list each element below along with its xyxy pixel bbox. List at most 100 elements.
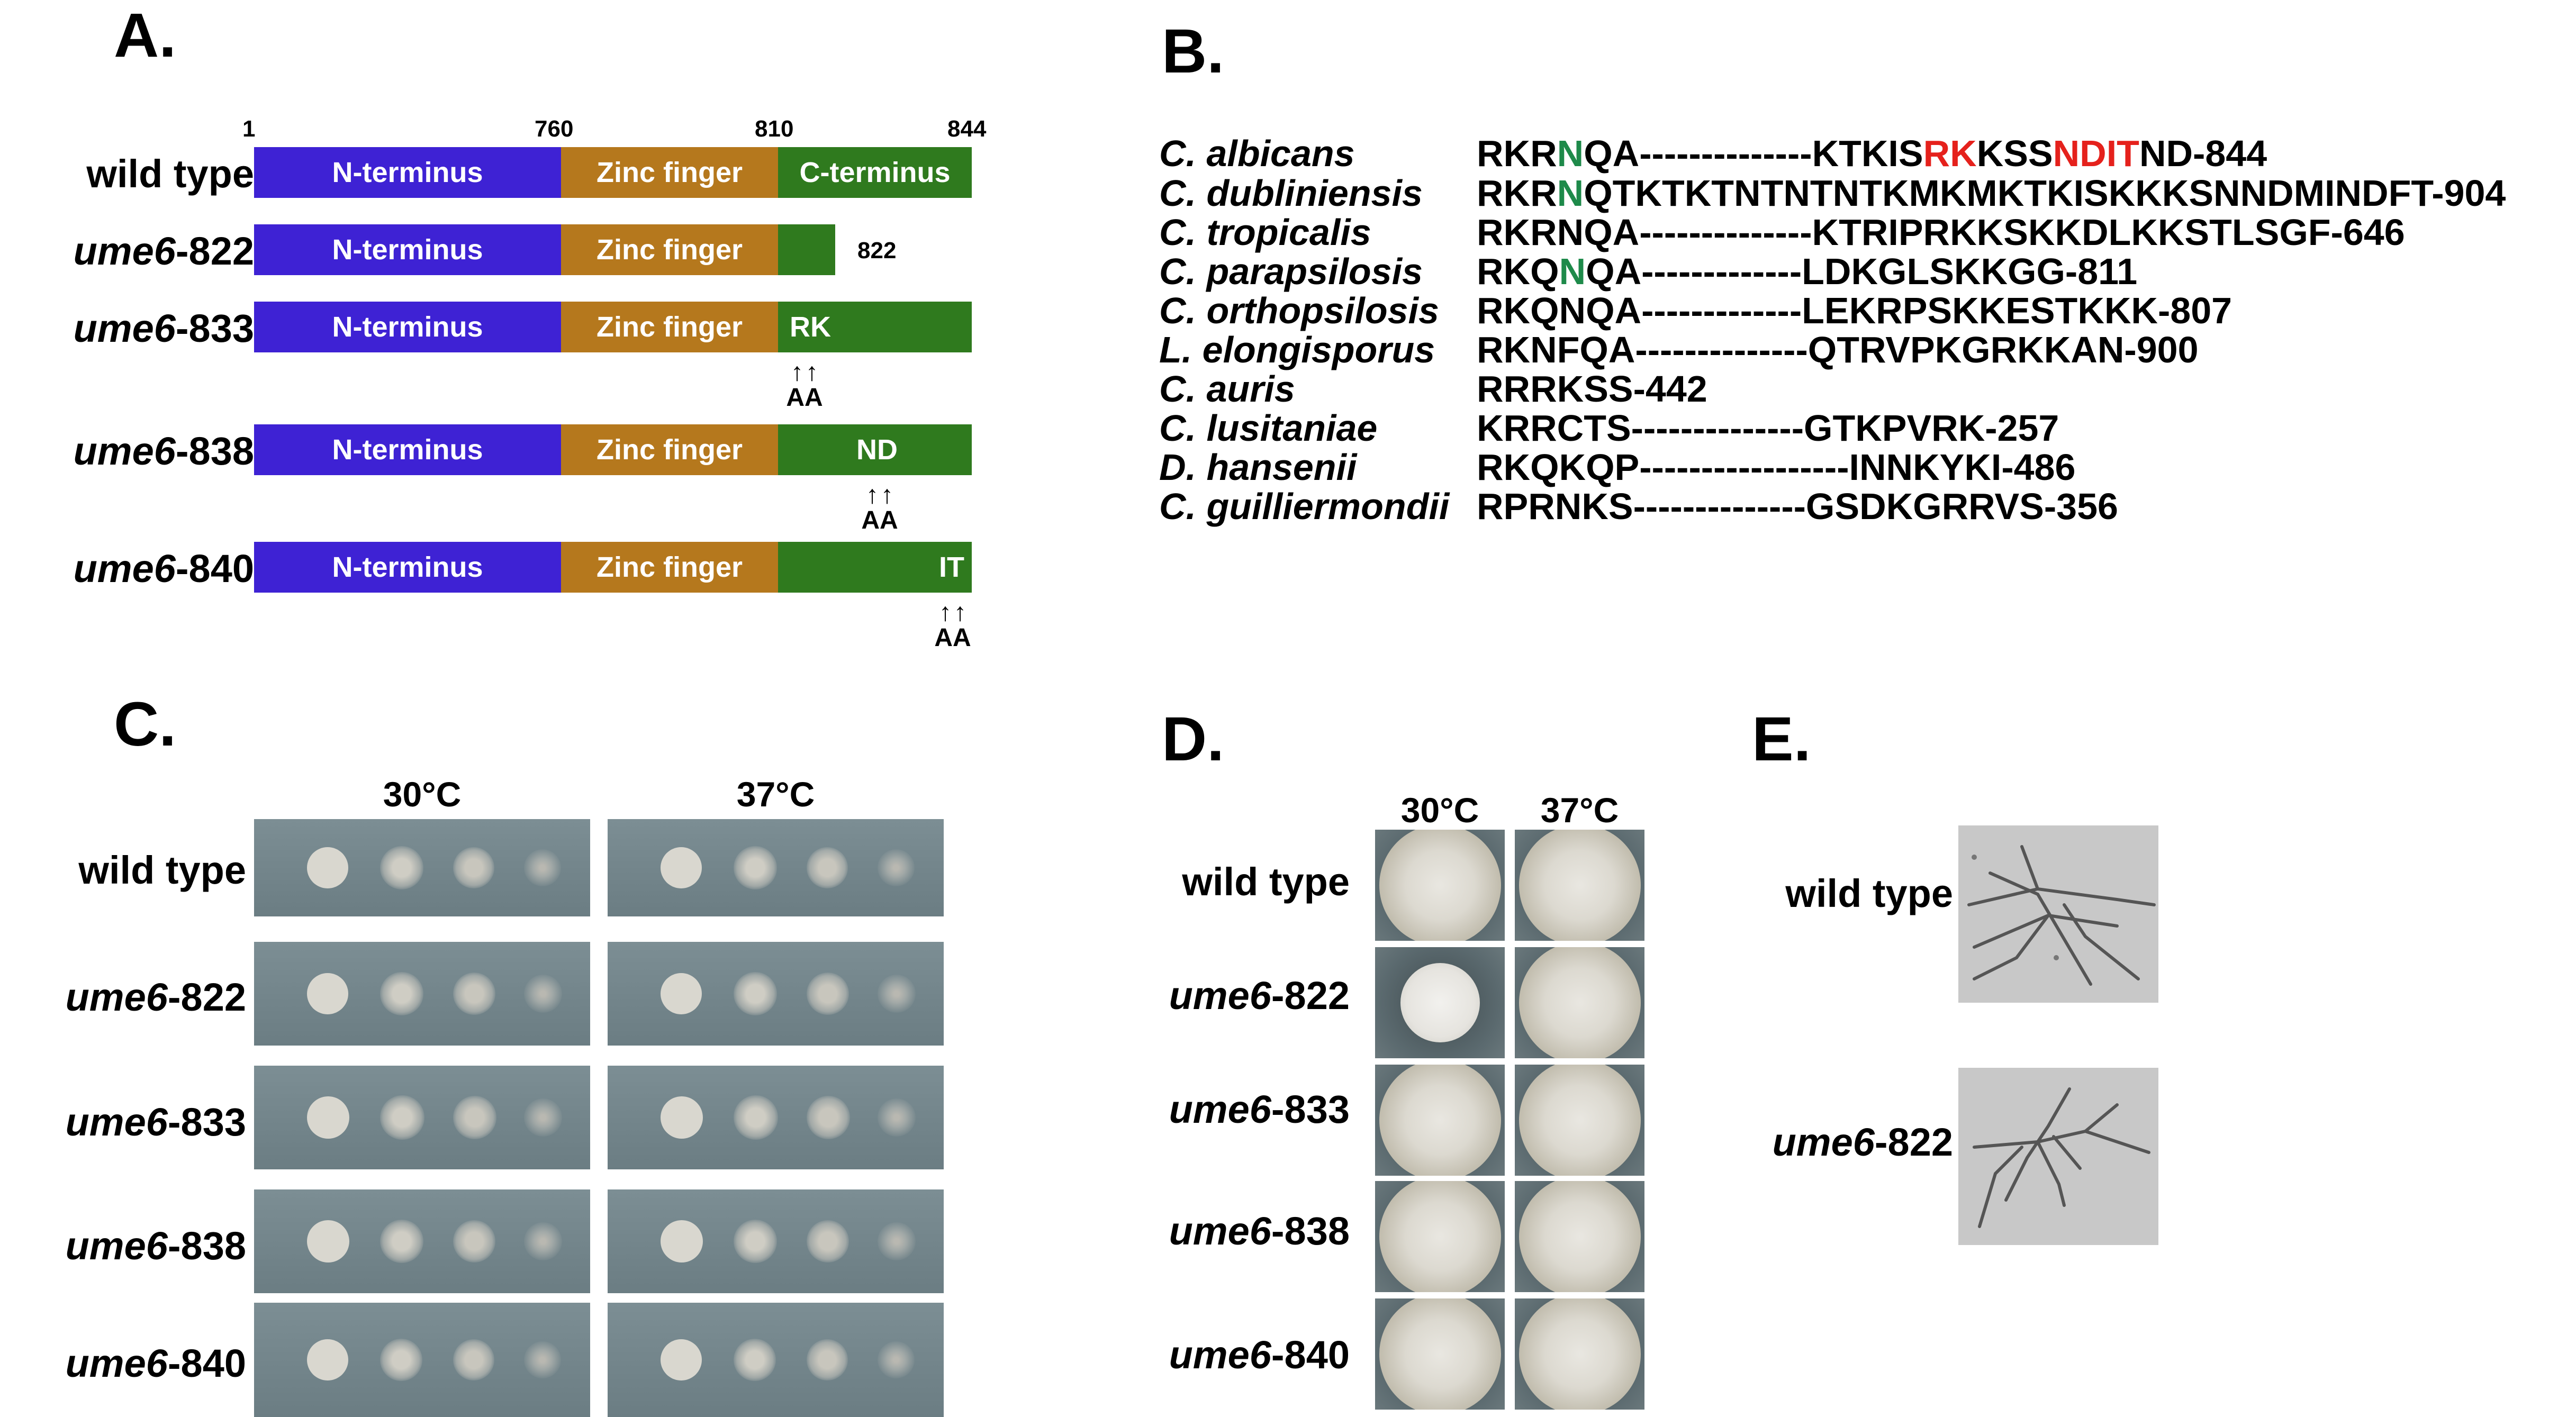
mutation-arrows: ↑↑ AA [783, 360, 826, 411]
label-italic: ume6 [1169, 1087, 1271, 1131]
hyphae-micrograph [1958, 825, 2158, 1003]
residue-red-highlight: NDIT [2053, 133, 2139, 174]
temp-30-label: 30°C [1400, 791, 1479, 830]
label-rest: -838 [175, 429, 254, 473]
sequence: RKQNQA-------------LDKGLSKKGG-811 [1477, 251, 2137, 292]
dilution-spot [734, 846, 777, 889]
plate-37c [608, 819, 944, 916]
dilution-spot [734, 1339, 776, 1381]
colony-body [1519, 1065, 1641, 1176]
dilution-spot [453, 1096, 496, 1139]
panel-a-letter: A. [114, 1, 176, 70]
n-terminus-domain: N-terminus [254, 424, 561, 475]
dilution-spot [307, 847, 348, 888]
strain-label: ume6-840 [0, 1344, 246, 1383]
sequence-segment: QA-------------LDKGLSKKGG-811 [1586, 251, 2138, 292]
dilution-spot [807, 847, 848, 888]
position-1-label: 1 [242, 116, 256, 142]
residue-green-highlight: N [1557, 172, 1584, 214]
plate-30c [254, 1303, 590, 1417]
colony-30c [1375, 830, 1505, 941]
strain-label: ume6-840 [1143, 1336, 1350, 1375]
mutated-residues: IT [939, 551, 964, 583]
colony-30c [1375, 1065, 1505, 1176]
double-arrow-icon: ↑↑ [791, 358, 818, 386]
colony-37c [1515, 1065, 1644, 1176]
sequence-segment: KRRCTS--------------GTKPVRK-257 [1477, 407, 2059, 449]
zinc-finger-domain: Zinc finger [561, 224, 778, 275]
plate-30c [254, 1189, 590, 1293]
c-terminus-domain: C-terminus [778, 147, 972, 198]
species-name: C. guilliermondii [1159, 486, 1450, 527]
sequence: RPRNKS--------------GSDKGRRVS-356 [1477, 486, 2118, 527]
mutation-arrows: ↑↑ AA [858, 483, 901, 533]
sequence-segment: KSS [1976, 133, 2053, 174]
species-name: C. dubliniensis [1159, 172, 1423, 214]
colony-body [1519, 1298, 1641, 1410]
dilution-spot [524, 975, 562, 1013]
dilution-spot [807, 1096, 850, 1139]
label-rest: -833 [175, 306, 254, 350]
zinc-finger-domain: Zinc finger [561, 302, 778, 352]
dilution-spot [524, 849, 561, 886]
dilution-spot [380, 1220, 423, 1263]
dilution-spot [453, 1339, 494, 1380]
label-rest: -822 [1874, 1120, 1953, 1164]
species-name: L. elongisporus [1159, 329, 1435, 370]
label-italic: ume6 [73, 429, 176, 473]
colony-body [1379, 1298, 1501, 1410]
mutation-substitution: AA [786, 384, 823, 412]
species-name: C. auris [1159, 368, 1295, 410]
label-rest: -822 [1271, 974, 1350, 1018]
dilution-spot [661, 1220, 703, 1262]
dilution-spot [307, 973, 348, 1014]
double-arrow-icon: ↑↑ [866, 481, 893, 509]
colony-body [1400, 963, 1480, 1042]
sequence: KRRCTS--------------GTKPVRK-257 [1477, 407, 2059, 449]
colony-body [1379, 830, 1501, 941]
dilution-spot [453, 847, 494, 888]
plate-30c [254, 819, 590, 916]
label-italic: ume6 [65, 1100, 168, 1144]
colony-30c [1375, 1181, 1505, 1292]
temp-30-label: 30°C [383, 775, 462, 814]
panel-b-letter: B. [1162, 16, 1224, 86]
sequence: RKQNQA-------------LEKRPSKKESTKKK-807 [1477, 290, 2232, 331]
label-rest: -840 [175, 547, 254, 591]
strain-label: ume6-822 [1747, 1123, 1953, 1162]
colony-30c [1375, 1298, 1505, 1410]
zinc-finger-domain: Zinc finger [561, 542, 778, 593]
dilution-spot [734, 1220, 777, 1263]
sequence-segment: RPRNKS--------------GSDKGRRVS-356 [1477, 486, 2118, 527]
colony-37c [1515, 830, 1644, 941]
sequence-segment: RKQKQP-----------------INNKYKI-486 [1477, 447, 2076, 488]
colony-body [1519, 1181, 1641, 1292]
zinc-finger-domain: Zinc finger [561, 424, 778, 475]
label-italic: ume6 [65, 1224, 168, 1268]
strain-label: wild type [1747, 874, 1953, 913]
strain-label: ume6-822 [0, 978, 246, 1017]
dilution-spot [878, 1222, 916, 1260]
strain-label: ume6-833 [0, 1103, 246, 1142]
panel-d-letter: D. [1162, 704, 1224, 774]
label-rest: -840 [167, 1341, 246, 1385]
residue-green-highlight: N [1559, 251, 1586, 292]
label-italic: ume6 [73, 229, 176, 273]
label-rest: -840 [1271, 1333, 1350, 1377]
dilution-spot [524, 1341, 561, 1378]
position-760-label: 760 [535, 116, 574, 142]
plate-37c [608, 1189, 944, 1293]
label-italic: ume6 [65, 975, 168, 1019]
zinc-finger-domain: Zinc finger [561, 147, 778, 198]
plate-37c [608, 1303, 944, 1417]
label-rest: -838 [167, 1224, 246, 1268]
label-italic: ume6 [1169, 1209, 1271, 1253]
dilution-spot [878, 849, 915, 886]
label-italic: ume6 [1772, 1120, 1875, 1164]
label-italic: ume6 [65, 1341, 168, 1385]
